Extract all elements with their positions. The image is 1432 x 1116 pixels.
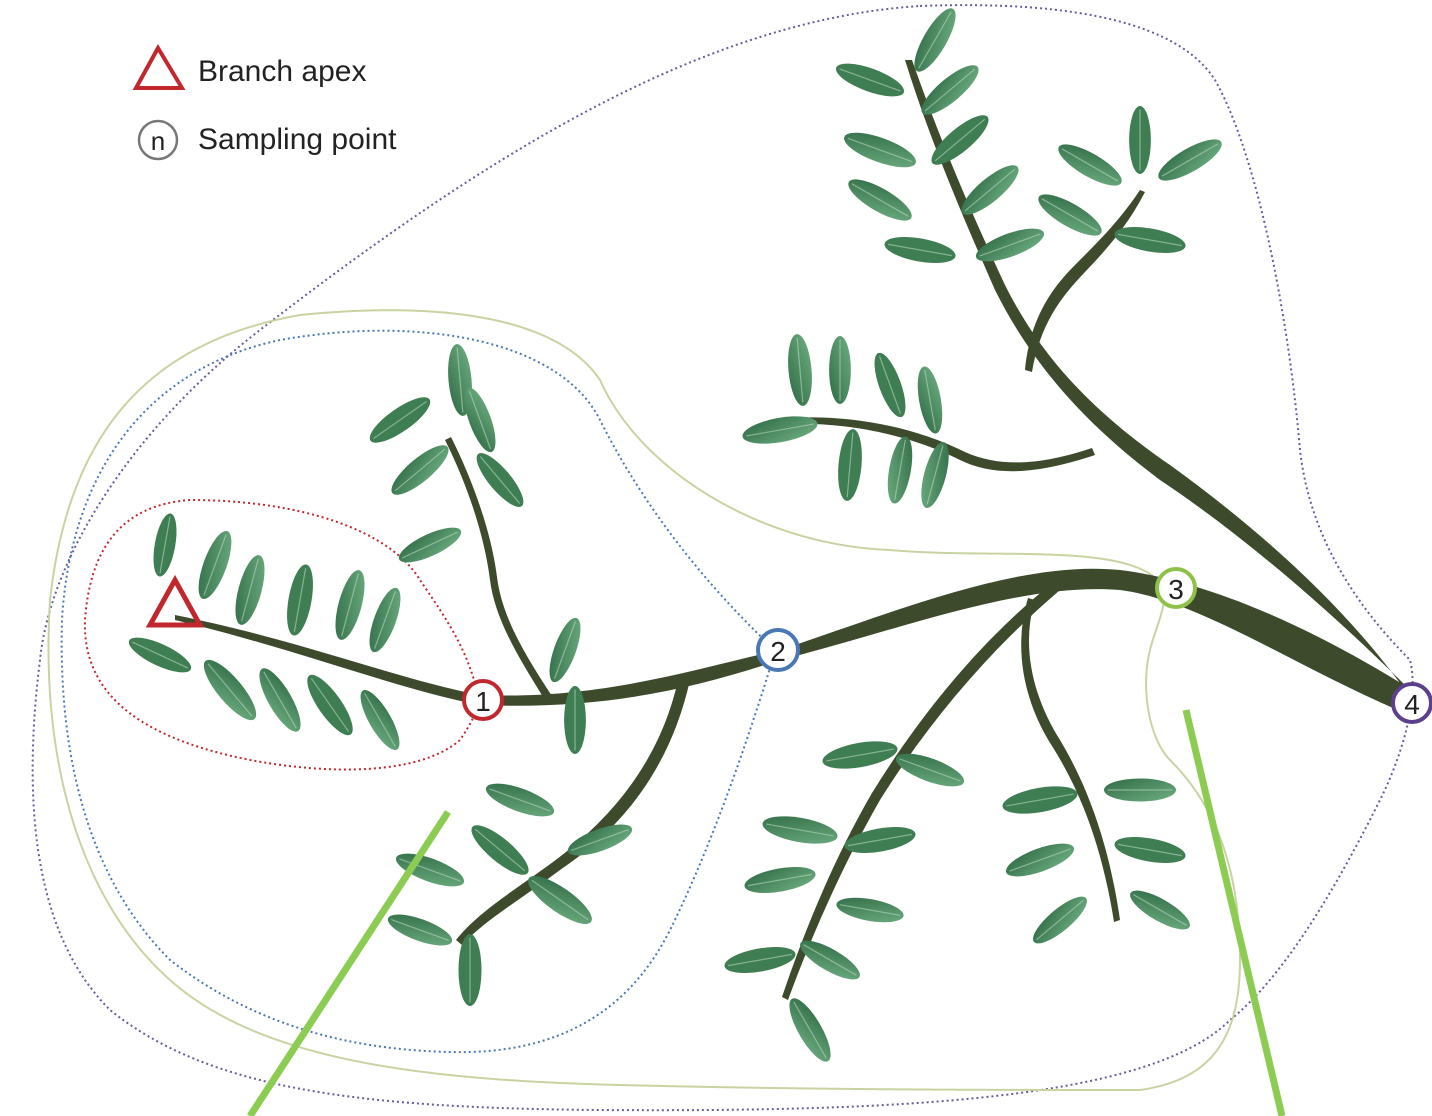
leaf — [785, 333, 814, 407]
sampling-point-2-label: 2 — [770, 636, 786, 667]
leaf — [782, 993, 838, 1067]
sampling-point-3: 3 — [1157, 569, 1195, 607]
zone-4-outline — [33, 5, 1413, 1110]
leaf — [230, 552, 271, 628]
leaf — [364, 390, 436, 450]
legend-sample-symbol: n — [151, 126, 165, 156]
leaf — [795, 934, 865, 987]
leaves — [125, 3, 1227, 1067]
leaf — [913, 365, 946, 436]
leaf — [840, 126, 920, 175]
leaf — [354, 685, 407, 755]
leaf — [1153, 132, 1227, 188]
leaf — [829, 336, 851, 404]
leaf — [385, 438, 455, 502]
leaf — [883, 232, 958, 267]
leaf — [395, 521, 466, 569]
leaf — [192, 527, 238, 603]
annotation-pointer-right — [1186, 710, 1282, 1116]
leaf — [300, 669, 360, 741]
leaf — [1000, 781, 1079, 818]
leaf — [1002, 837, 1078, 883]
leaf — [458, 384, 502, 455]
sampling-point-3-label: 3 — [1168, 574, 1184, 605]
leaf — [458, 934, 481, 1006]
legend-sample-label: Sampling point — [198, 123, 397, 156]
leaf — [907, 3, 963, 77]
leaf — [835, 428, 864, 502]
sampling-point-1: 1 — [464, 681, 502, 719]
legend-apex-label: Branch apex — [198, 55, 366, 88]
legend: Branch apex n Sampling point — [136, 48, 397, 159]
leaf — [835, 893, 906, 926]
leaf — [1125, 884, 1195, 937]
leaf — [868, 349, 912, 420]
leaf — [760, 811, 839, 848]
leaf — [330, 567, 371, 643]
sampling-point-1-label: 1 — [475, 686, 491, 717]
leaf — [1033, 187, 1107, 243]
sampling-point-4: 4 — [1393, 684, 1431, 722]
leaf — [564, 686, 586, 754]
leaf — [282, 563, 317, 638]
lower-right-branch — [1021, 598, 1120, 922]
zone-2-outline — [62, 331, 775, 1052]
leaf — [522, 868, 598, 932]
leaf — [363, 584, 407, 655]
leaf — [149, 512, 180, 579]
leaf — [1053, 137, 1127, 193]
sampling-point-4-label: 4 — [1404, 689, 1420, 720]
leaf — [820, 736, 899, 773]
leaf — [1027, 890, 1093, 950]
leaf — [883, 435, 916, 506]
leaf — [1113, 222, 1188, 257]
leaf — [384, 908, 455, 952]
leaf — [252, 663, 308, 737]
leaf — [196, 653, 263, 727]
leaf — [892, 747, 968, 793]
leaf — [125, 631, 196, 679]
leaf — [843, 172, 917, 228]
leaf — [1113, 832, 1188, 867]
leaf — [740, 411, 819, 448]
leaf — [543, 614, 587, 685]
leaf — [743, 862, 818, 897]
leaf — [955, 158, 1025, 222]
sampling-point-2: 2 — [758, 630, 798, 670]
leaf — [482, 777, 558, 823]
leaf — [1104, 778, 1176, 801]
leaf — [723, 942, 798, 977]
legend-apex-icon — [136, 48, 182, 88]
leaf — [832, 57, 908, 103]
leaf — [465, 818, 535, 882]
leaf — [1129, 106, 1151, 174]
